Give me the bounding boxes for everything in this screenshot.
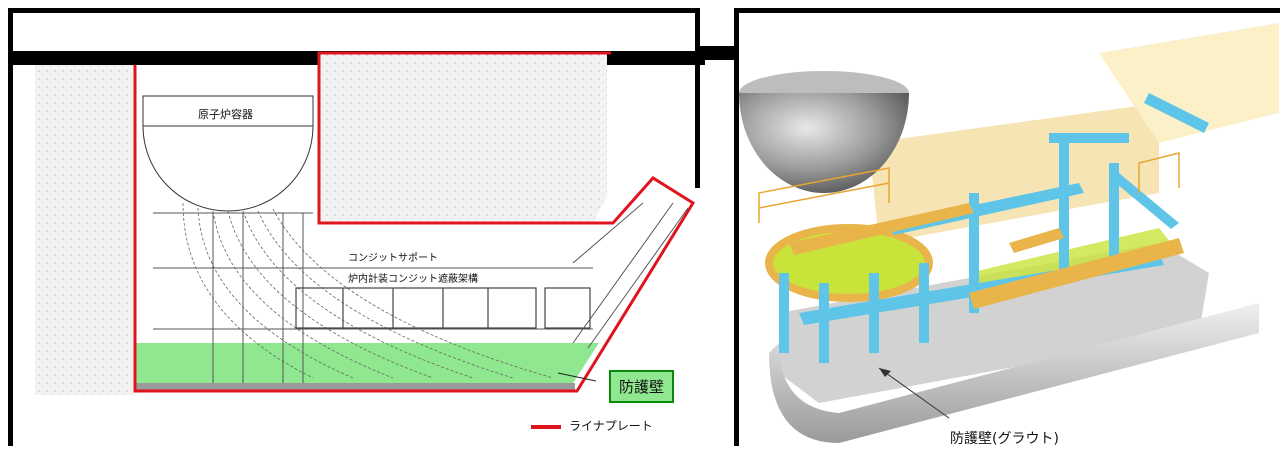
left-concrete-wall [35, 65, 135, 395]
liner-plate-outline [133, 51, 696, 393]
conduit-support-label: コンジットサポート [348, 253, 438, 264]
grout-wall-label: 防護壁(グラウト) [950, 431, 1059, 447]
reactor-vessel-label: 原子炉容器 [198, 108, 253, 121]
isometric-diagram [739, 23, 1279, 443]
reactor-vessel-dome [739, 93, 909, 193]
protective-wall-fill [135, 343, 599, 383]
conduit-shield-frame-label: 炉内計装コンジット遮蔽架構 [348, 274, 478, 285]
upper-concrete-block [319, 53, 607, 223]
right-3d-view-panel [734, 8, 1280, 446]
cross-section-diagram [13, 51, 705, 451]
liner-plate-legend: ライナプレート [531, 417, 653, 434]
protective-wall-label: 防護壁 [609, 370, 675, 403]
blue-column [779, 273, 789, 353]
left-cross-section-panel: 原子炉容器 コンジットサポート 炉内計装コンジット遮蔽架構 防護壁 ライナプレー… [8, 8, 705, 451]
floor-slab [779, 243, 1209, 403]
grout-wall [769, 303, 1259, 443]
orange-beam [789, 203, 974, 255]
reactor-vessel-bottom-head [142, 125, 314, 212]
